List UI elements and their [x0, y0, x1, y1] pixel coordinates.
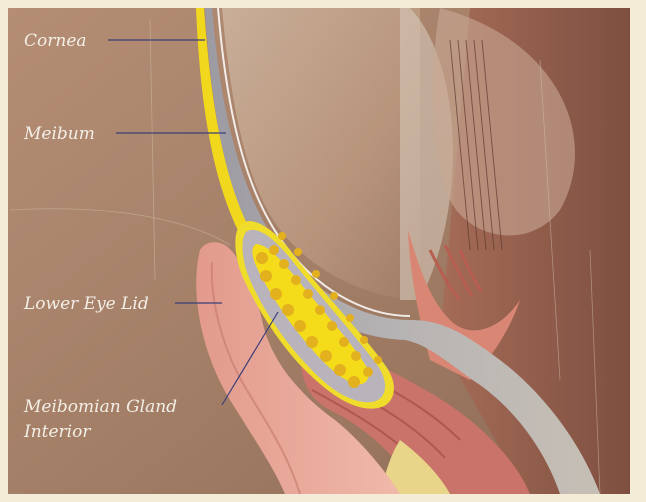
label-meibomian-gland: Meibomian Gland	[23, 397, 177, 417]
label-cornea: Cornea	[24, 31, 87, 51]
label-lower-eye-lid: Lower Eye Lid	[23, 294, 149, 314]
label-interior: Interior	[23, 422, 91, 442]
label-meibum: Meibum	[23, 124, 95, 144]
